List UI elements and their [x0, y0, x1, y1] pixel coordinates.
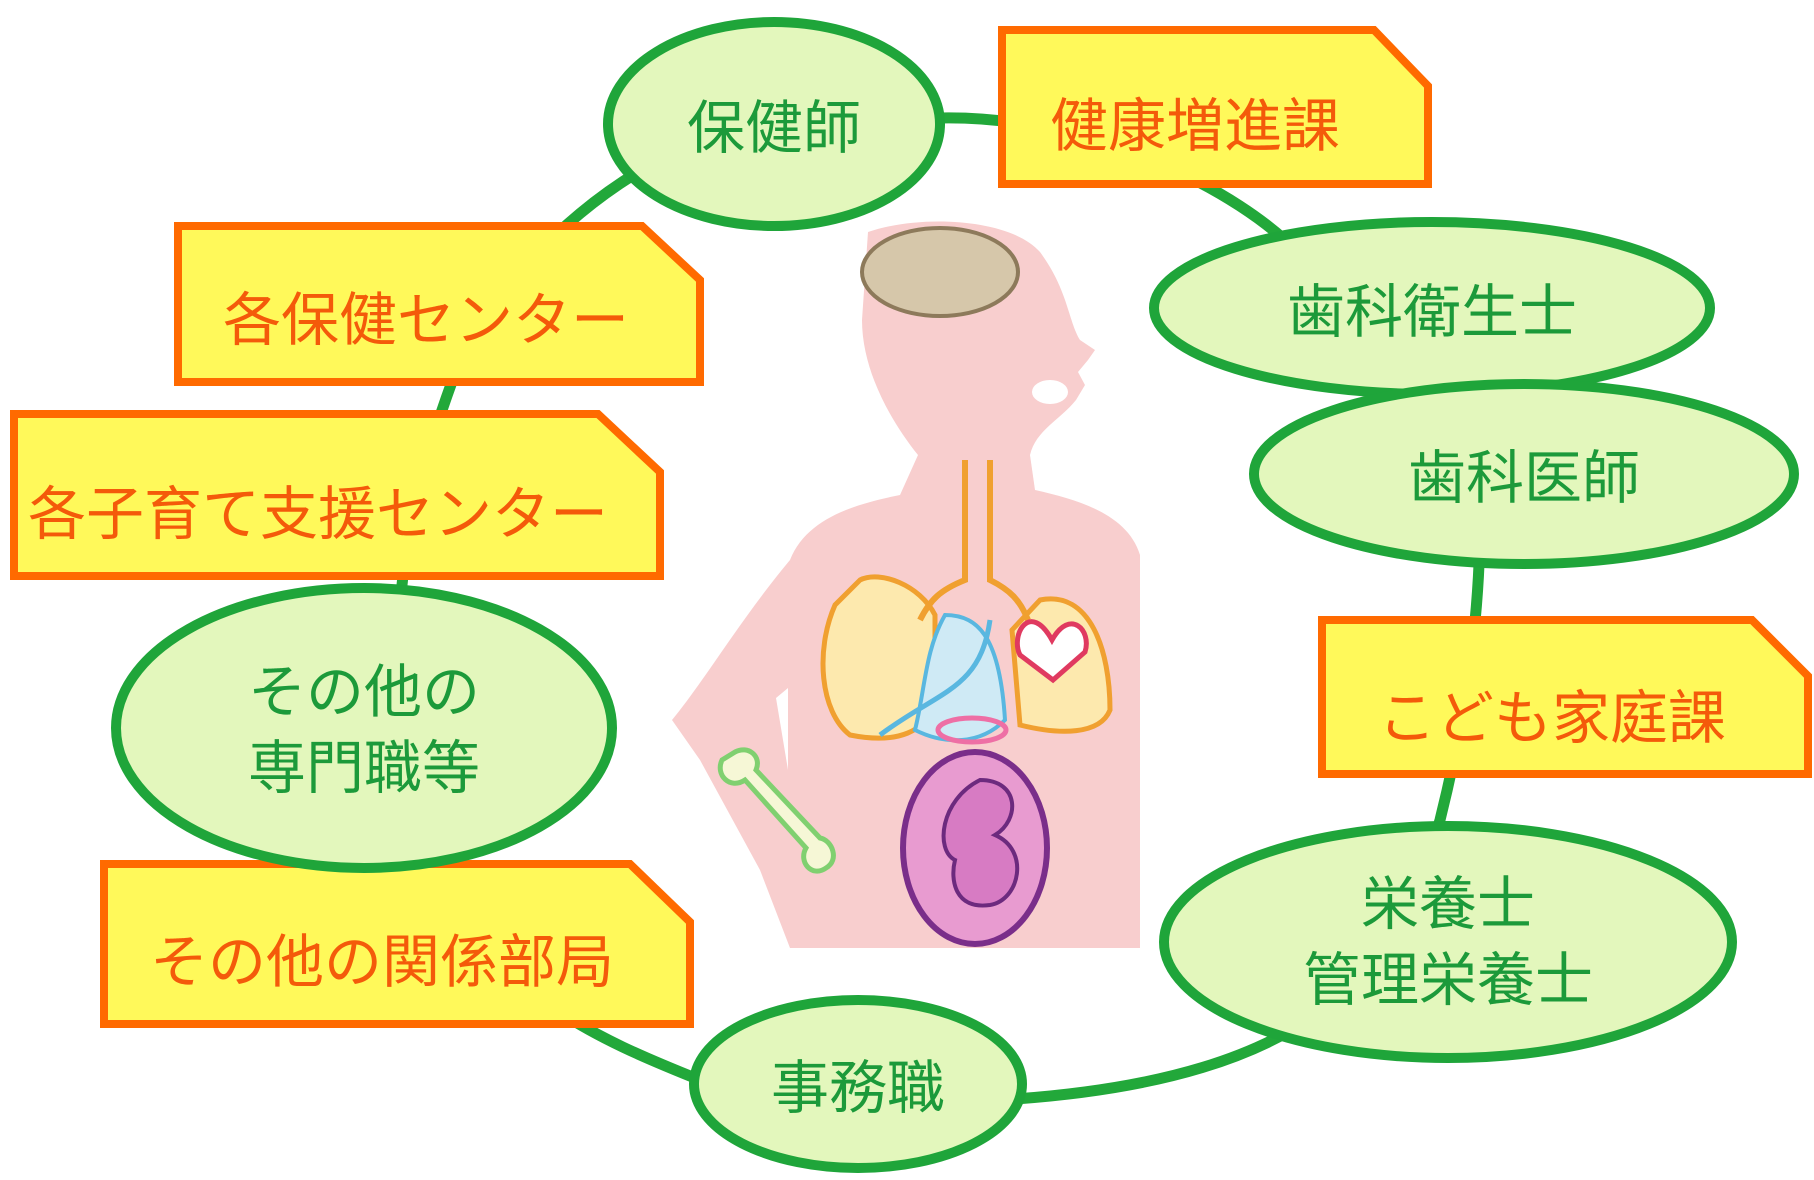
- role-dentist: 歯科医師: [1249, 379, 1799, 569]
- role-dietitian-label-line1: 栄養士: [1361, 870, 1535, 938]
- role-dietitian-label-line2: 管理栄養士: [1303, 946, 1593, 1014]
- body-illustration-icon: [672, 221, 1140, 948]
- dept-health-centers-label: 各保健センター: [223, 286, 629, 354]
- role-other-specialists-label-line2: 専門職等: [248, 734, 480, 802]
- dept-note-health-centers: 各保健センター: [174, 222, 704, 386]
- role-dietitian: 栄養士 管理栄養士: [1159, 821, 1737, 1063]
- role-dental-hygienist: 歯科衛生士: [1149, 217, 1715, 399]
- role-other-specialists: その他の 専門職等: [111, 583, 617, 873]
- role-public-health-nurse-label: 保健師: [687, 94, 861, 162]
- dept-note-children-family: こども家庭課: [1318, 616, 1812, 778]
- dept-note-other-departments: その他の関係部局: [100, 860, 694, 1028]
- dept-children-family-label: こども家庭課: [1378, 684, 1726, 752]
- role-clerical-staff: 事務職: [689, 995, 1027, 1173]
- role-clerical-staff-label: 事務職: [771, 1054, 945, 1122]
- dept-health-promotion-label: 健康増進課: [1050, 92, 1340, 160]
- role-dentist-label: 歯科医師: [1408, 444, 1640, 512]
- role-other-specialists-label-line1: その他の: [248, 658, 480, 726]
- dept-other-departments-label: その他の関係部局: [150, 928, 614, 996]
- dept-note-health-promotion: 健康増進課: [998, 26, 1432, 188]
- dept-child-support-centers-label: 各子育て支援センター: [28, 480, 608, 548]
- role-dental-hygienist-label: 歯科衛生士: [1287, 278, 1577, 346]
- role-public-health-nurse: 保健師: [603, 17, 945, 231]
- dept-note-child-support-centers: 各子育て支援センター: [10, 410, 664, 580]
